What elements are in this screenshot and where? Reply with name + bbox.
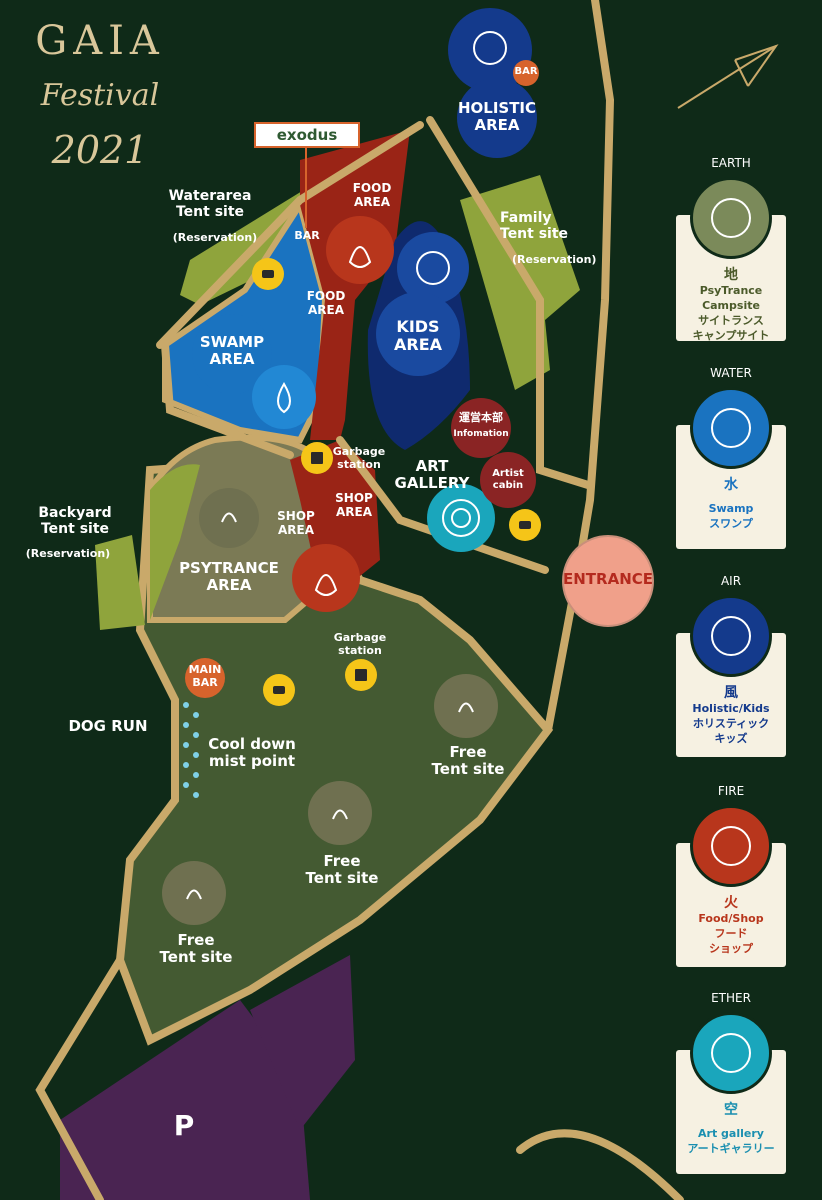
legend-head-earth: EARTH: [711, 156, 751, 170]
family-tent-label: Family Tent site: [500, 210, 569, 243]
swamp-water-icon[interactable]: [252, 365, 316, 429]
shop-fire-icon[interactable]: [292, 544, 360, 612]
legend-kanji: 空: [724, 1102, 738, 1118]
kids-air-icon[interactable]: [397, 232, 469, 304]
exodus-sign[interactable]: exodus: [254, 122, 360, 148]
cool-down-label: Cool down mist point: [208, 735, 296, 771]
free-tent-earth-icon-2[interactable]: [308, 781, 372, 845]
art-gallery-label: ART GALLERY: [394, 457, 470, 493]
roads: [35, 0, 684, 1200]
legend-head-fire: FIRE: [717, 784, 745, 798]
free-tent-label-3: Free Tent site: [159, 931, 233, 967]
festival-title: GAIA: [35, 18, 165, 64]
art-gallery-ether-icon[interactable]: [427, 484, 495, 552]
shop-area-right-label: SHOP AREA: [335, 491, 373, 519]
parking-area-2[interactable]: [250, 955, 355, 1130]
swamp-area-label: SWAMP AREA: [199, 333, 265, 369]
legend-line: Food/Shop: [698, 912, 764, 925]
artist-cabin-label: Artist cabin: [492, 468, 524, 491]
legend-water-icon: [690, 387, 772, 469]
backyard-reservation-label: (Reservation): [25, 547, 111, 560]
legend-line: アートギャラリー: [687, 1142, 775, 1155]
backyard-tent-label: Backyard Tent site: [38, 505, 112, 538]
holistic-area-label: HOLISTIC AREA: [457, 99, 537, 135]
festival-year: 2021: [51, 128, 149, 172]
legend-line: Art gallery: [698, 1127, 764, 1140]
legend-line: キャンプサイト: [692, 329, 770, 342]
legend-ether-icon: [690, 1012, 772, 1094]
psytrance-earth-icon[interactable]: [199, 488, 259, 548]
legend-kanji: 地: [724, 267, 738, 283]
psytrance-side-green[interactable]: [150, 464, 200, 620]
legend-card-ether: 空 Art gallery アートギャラリー: [676, 1012, 786, 1174]
food-fire-icon[interactable]: [326, 216, 394, 284]
waterarea-tent-label: Waterarea Tent site: [168, 188, 252, 221]
free-tent-label-2: Free Tent site: [305, 852, 379, 888]
legend-line: PsyTrance: [699, 284, 763, 297]
garbage-field-label: Garbage station: [333, 631, 387, 657]
free-tent-earth-icon-1[interactable]: [434, 674, 498, 738]
shop-area-left-label: SHOP AREA: [277, 509, 315, 537]
swamp-area-badge[interactable]: [192, 314, 272, 394]
legend-fire-icon: [690, 805, 772, 887]
family-reservation-label: (Reservation): [512, 253, 597, 266]
holistic-area-badge[interactable]: [457, 78, 537, 158]
food-area[interactable]: [300, 130, 410, 440]
legend-earth-icon: [690, 177, 772, 259]
legend-line: Holistic/Kids: [692, 702, 770, 715]
mist-dots: [183, 702, 199, 798]
legend-kanji: 火: [724, 895, 738, 911]
legend-kanji: 水: [724, 477, 738, 493]
legend-head-air: AIR: [720, 574, 742, 588]
waterarea-reservation-label: (Reservation): [172, 231, 258, 244]
holistic-bar-label: BAR: [514, 66, 538, 77]
main-bar-label: MAIN BAR: [188, 663, 222, 689]
family-tent-site[interactable]: [460, 175, 580, 390]
information-en-label: Infomation: [453, 429, 509, 439]
dog-run-label: DOG RUN: [68, 717, 148, 735]
garbage-top-label: Garbage station: [332, 445, 386, 471]
legend-line: サイトランス: [698, 314, 764, 327]
food-area-mid-label: FOOD AREA: [306, 289, 346, 317]
legend-air-icon: [690, 595, 772, 677]
parking-label: P: [173, 1109, 195, 1142]
legend-line: Swamp: [708, 502, 754, 515]
information-badge[interactable]: [451, 398, 511, 458]
legend-card-water: 水 Swamp スワンプ: [676, 387, 786, 549]
legend-line: フード: [714, 927, 748, 940]
festival-subtitle: Festival: [40, 78, 160, 113]
legend-line: Campsite: [702, 299, 760, 312]
legend-head-ether: ETHER: [711, 991, 751, 1005]
legend-line: スワンプ: [709, 517, 753, 530]
entrance-label: ENTRANCE: [563, 570, 653, 588]
legend-kanji: 風: [724, 685, 738, 701]
food-area-top-label: FOOD AREA: [352, 181, 392, 209]
main-bar-badge[interactable]: [185, 658, 225, 698]
backyard-tent-site[interactable]: [95, 535, 145, 630]
artist-cabin-badge[interactable]: [480, 452, 536, 508]
kids-area-badge[interactable]: [376, 292, 460, 376]
legend-line: ホリスティック: [692, 717, 770, 730]
kids-area-label: KIDS AREA: [393, 317, 442, 355]
free-tent-earth-icon-3[interactable]: [162, 861, 226, 925]
psytrance-area-label: PSYTRANCE AREA: [179, 559, 279, 595]
information-jp-label: 運営本部: [459, 411, 503, 424]
legend-head-water: WATER: [710, 366, 752, 380]
holistic-bar-badge[interactable]: [513, 60, 539, 86]
legend-line: キッズ: [714, 732, 748, 745]
parking-area[interactable]: [60, 1000, 310, 1200]
free-tent-label-1: Free Tent site: [431, 743, 505, 779]
holistic-air-icon[interactable]: [448, 8, 532, 92]
water-bar-label: BAR: [294, 229, 320, 242]
compass-arrow: [677, 44, 779, 109]
legend-line: ショップ: [709, 942, 753, 955]
entrance-badge[interactable]: ENTRANCE: [562, 535, 654, 627]
